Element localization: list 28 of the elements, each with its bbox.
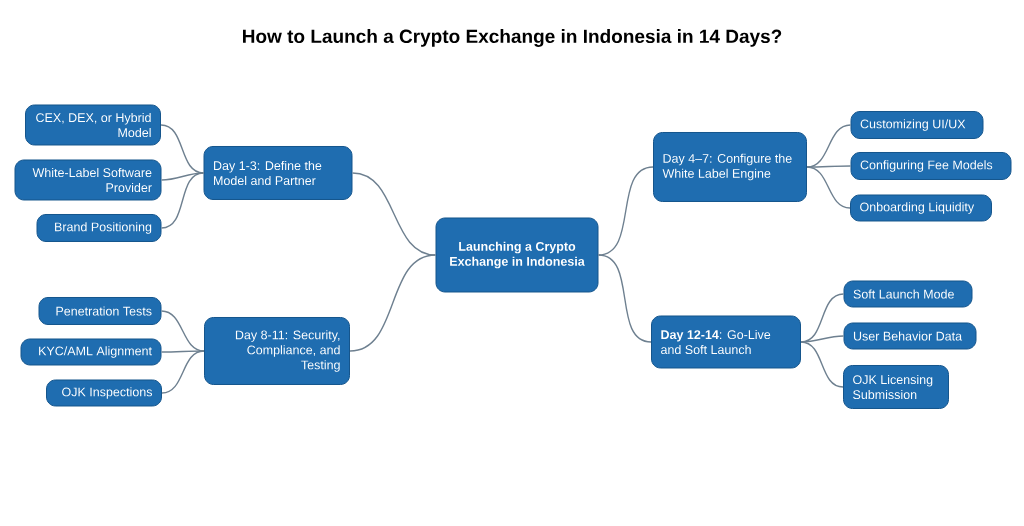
subtopic-box: Configuring Fee Models bbox=[850, 152, 1012, 180]
title: How to Launch a Crypto Exchange in Indonesia in 14 Days? bbox=[243, 29, 782, 47]
subtopic-box: Penetration Tests bbox=[38, 297, 162, 325]
central-topic-box: Launching a Crypto Exchange in Indonesia bbox=[435, 217, 599, 293]
phase-box: Day 12-14: Go-Live and Soft Launch bbox=[651, 315, 801, 369]
connector-line bbox=[800, 341, 844, 388]
subtopic-box: Soft Launch Mode bbox=[843, 280, 973, 308]
connector-line bbox=[806, 166, 851, 209]
phase-box: Day 4–7: Configure the White Label Engine bbox=[653, 132, 807, 202]
connector-line bbox=[800, 335, 845, 343]
subtopic-box: KYC/AML Alignment bbox=[20, 338, 162, 366]
subtopic-box: Brand Positioning bbox=[36, 214, 162, 242]
subtopic-box: OJK Inspections bbox=[46, 379, 162, 407]
connector-line bbox=[160, 172, 205, 181]
subtopic-box: CEX, DEX, or Hybrid Model bbox=[25, 104, 161, 146]
connector-line bbox=[349, 254, 437, 352]
subtopic-box: Customizing UI/UX bbox=[850, 111, 984, 139]
phase-box: Day 8-11: Security, Compliance, and Testing bbox=[204, 317, 350, 385]
subtopic-box: User Behavior Data bbox=[843, 322, 977, 350]
phase-box: Day 1-3: Define the Model and Partner bbox=[203, 146, 353, 200]
subtopic-box: White-Label Software Provider bbox=[14, 159, 162, 201]
connector-line bbox=[806, 165, 852, 168]
subtopic-box: OJK Licensing Submission bbox=[843, 365, 949, 409]
connector-line bbox=[597, 254, 652, 343]
connector-line bbox=[160, 350, 205, 353]
subtopic-box: Onboarding Liquidity bbox=[850, 194, 992, 222]
connector-line bbox=[160, 172, 205, 229]
connector-line bbox=[161, 350, 205, 394]
